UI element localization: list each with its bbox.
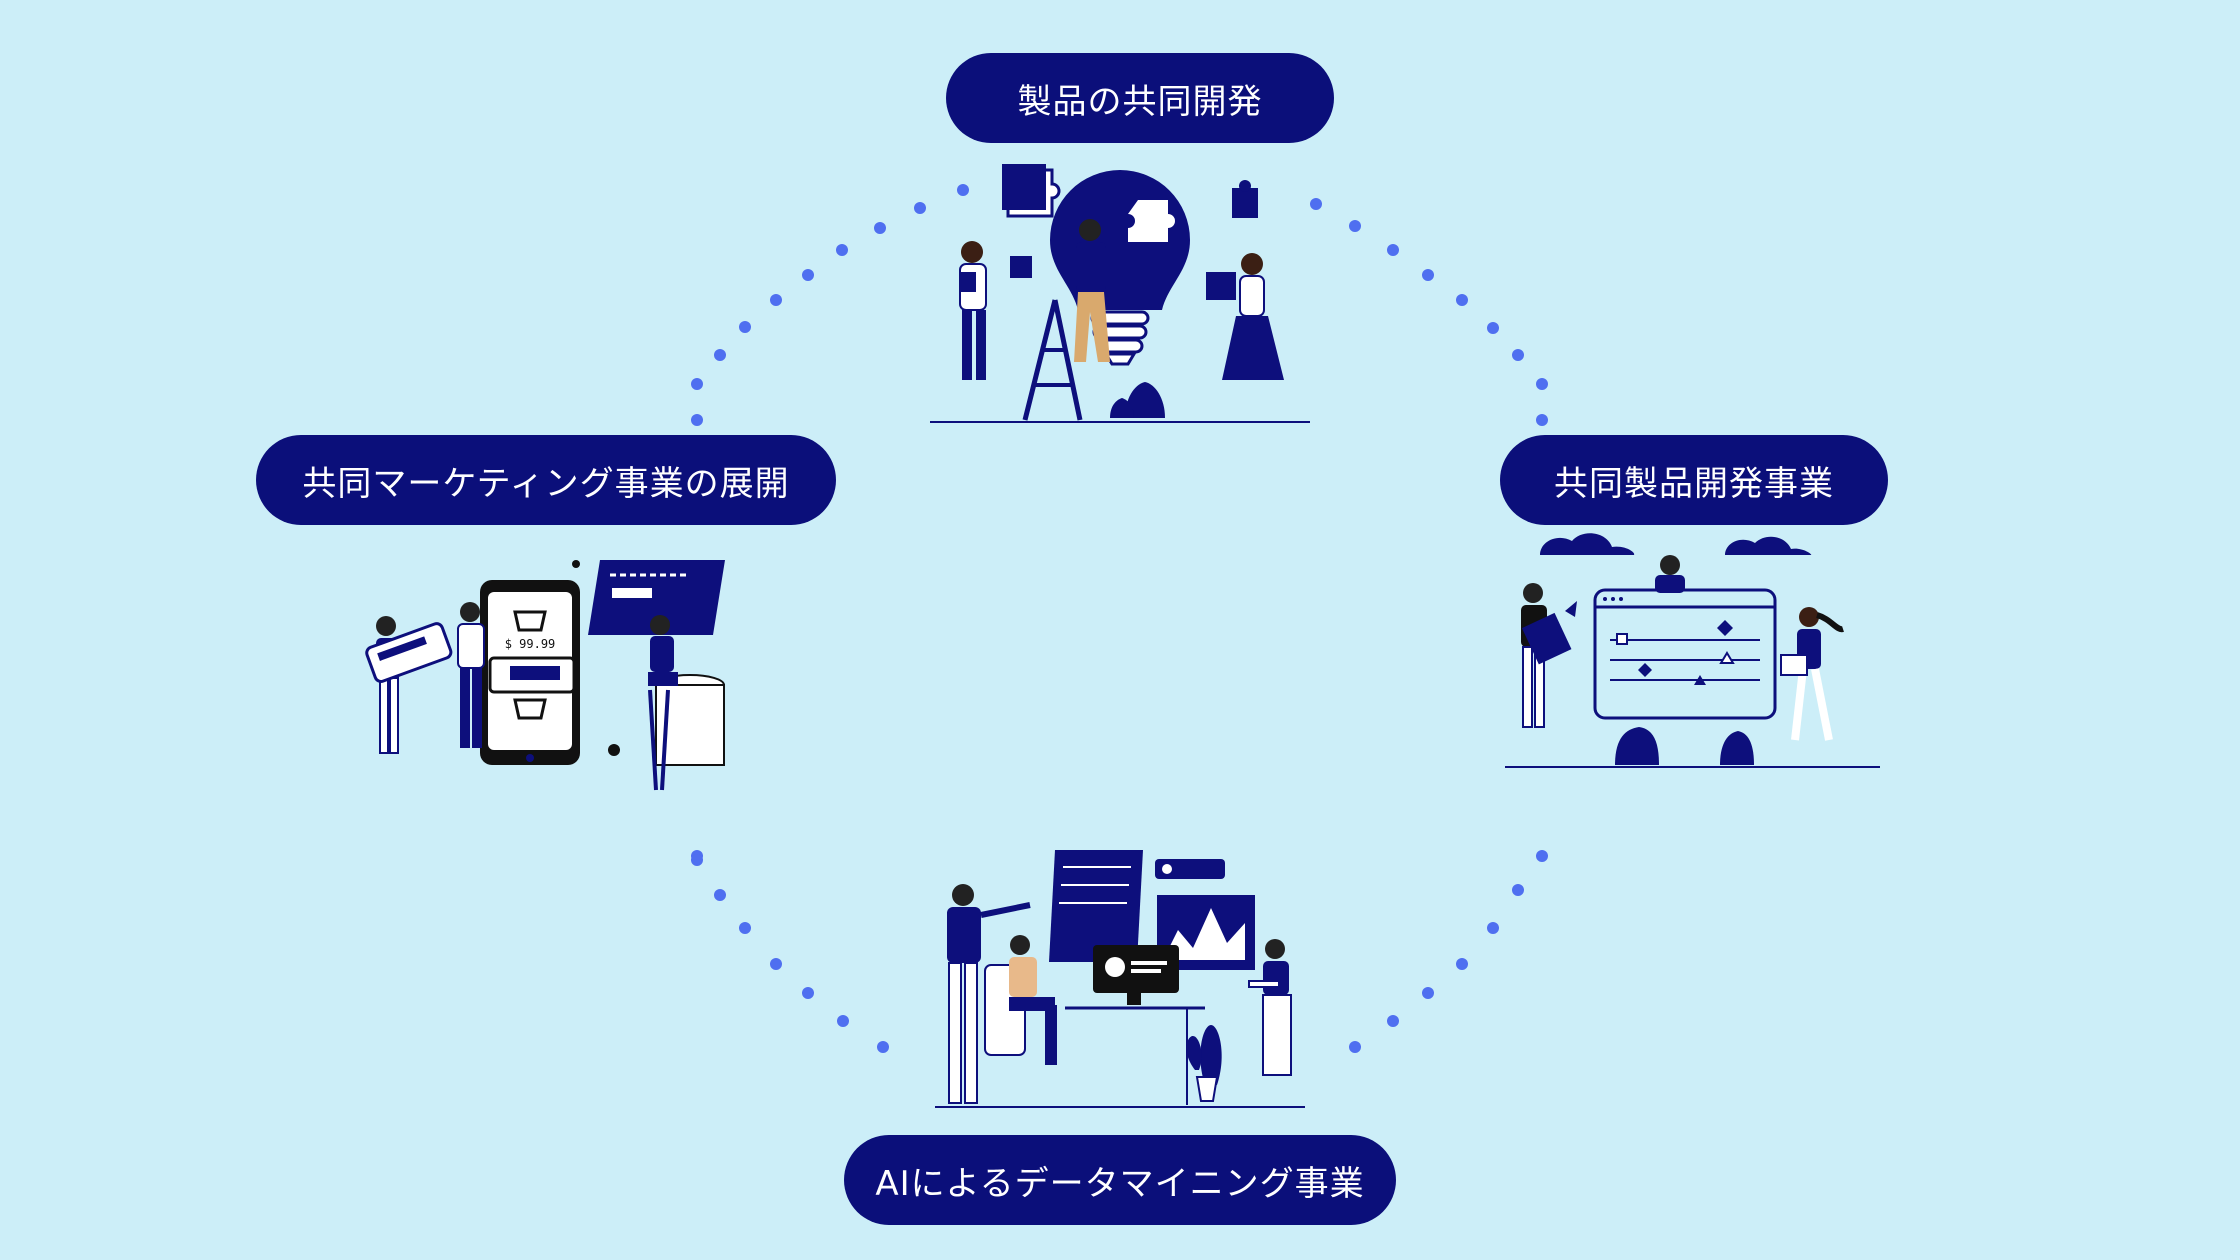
connector-dot bbox=[802, 269, 814, 281]
connector-dot bbox=[1512, 884, 1524, 896]
lightbulb-puzzle-team-icon bbox=[930, 164, 1310, 423]
connector-dot bbox=[770, 294, 782, 306]
connector-dot bbox=[1487, 922, 1499, 934]
connector-dot bbox=[1536, 850, 1548, 862]
connector-dot bbox=[770, 958, 782, 970]
connector-dot bbox=[1487, 322, 1499, 334]
connector-dot bbox=[1512, 349, 1524, 361]
connector-dot bbox=[691, 854, 703, 866]
label-ai-data-mining-text: AIによるデータマイニング事業 bbox=[875, 1163, 1365, 1204]
label-joint-product-development-text: 共同製品開発事業 bbox=[1554, 463, 1834, 504]
connector-dot bbox=[691, 414, 703, 426]
connector-dot bbox=[1310, 198, 1322, 210]
connector-dot bbox=[1349, 1041, 1361, 1053]
connector-dot bbox=[957, 184, 969, 196]
connector-dot bbox=[1422, 269, 1434, 281]
connector-dot bbox=[691, 378, 703, 390]
connector-dot bbox=[739, 321, 751, 333]
label-joint-product-development: 共同製品開発事業 bbox=[1500, 435, 1888, 525]
connector-dot bbox=[1422, 987, 1434, 999]
label-product-codevelopment-text: 製品の共同開発 bbox=[1017, 81, 1263, 122]
label-ai-data-mining: AIによるデータマイニング事業 bbox=[844, 1135, 1396, 1225]
connector-dot bbox=[714, 889, 726, 901]
connector-dot bbox=[739, 922, 751, 934]
connector-dot bbox=[877, 1041, 889, 1053]
connector-dot bbox=[1536, 378, 1548, 390]
price-label: $ 99.99 bbox=[505, 637, 556, 651]
connector-dot bbox=[1536, 414, 1548, 426]
label-joint-marketing: 共同マーケティング事業の展開 bbox=[256, 435, 836, 525]
online-shopping-team-icon: $ 99.99 bbox=[365, 560, 725, 791]
connector-dot bbox=[1349, 220, 1361, 232]
connector-dot bbox=[1456, 958, 1468, 970]
data-analysis-team-icon bbox=[935, 850, 1305, 1108]
connector-dot bbox=[1387, 1015, 1399, 1027]
connector-dot bbox=[836, 244, 848, 256]
dashboard-team-icon bbox=[1505, 533, 1880, 768]
connector-dot bbox=[914, 202, 926, 214]
connector-dot bbox=[874, 222, 886, 234]
label-product-codevelopment: 製品の共同開発 bbox=[946, 53, 1334, 143]
label-joint-marketing-text: 共同マーケティング事業の展開 bbox=[302, 463, 790, 504]
connector-dot bbox=[714, 349, 726, 361]
connector-dot bbox=[837, 1015, 849, 1027]
connector-dot bbox=[1387, 244, 1399, 256]
connector-dot bbox=[1456, 294, 1468, 306]
connector-dot bbox=[802, 987, 814, 999]
